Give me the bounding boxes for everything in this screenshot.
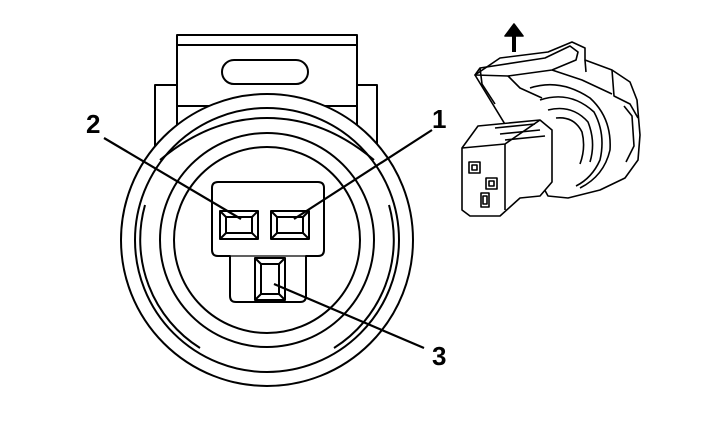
ring-highlight-left [139,204,201,349]
arrow-up-icon [504,23,524,52]
latch-slot [221,59,309,85]
ring-highlight-right [333,204,395,349]
pin-label-1: 1 [432,104,446,134]
seal-ring-inner [173,146,361,334]
pin-cavity-3 [254,257,286,301]
pin-label-2: 2 [86,109,100,139]
leader-lines [103,129,433,350]
pin-label-3: 3 [432,341,446,371]
connector-iso-view [461,23,641,217]
leader-line-2 [103,137,242,220]
leader-line-1 [293,129,433,220]
leader-line-3 [273,282,425,350]
pin-cavity-1 [270,210,310,240]
connector-front-view [120,34,414,387]
outer-shell-inner-ring [134,107,400,373]
